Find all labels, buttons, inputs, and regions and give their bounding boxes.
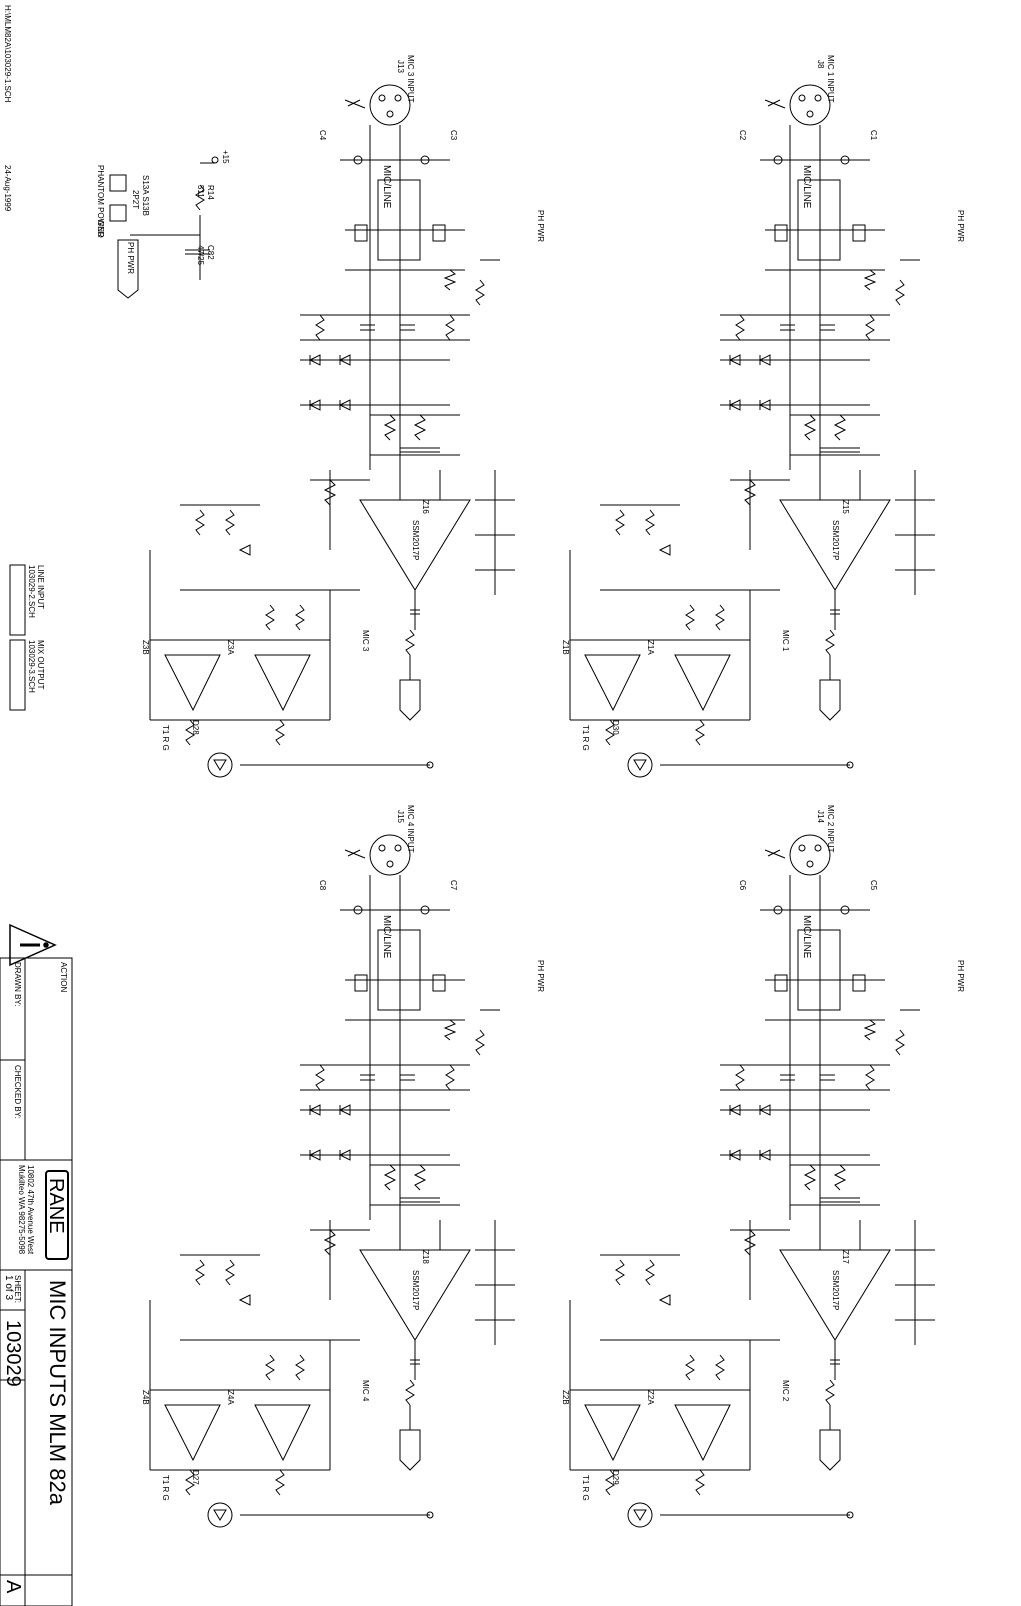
phantom-gnd: GND [96, 220, 105, 238]
ch1-emi-b: C2 [738, 130, 747, 141]
ch3-opamp: Z3A [226, 640, 235, 655]
ch2-led-label: T1 R G [581, 1475, 590, 1501]
ch1-input-label: MIC 1 INPUT [826, 55, 835, 103]
ch4-out: MIC 4 [361, 1380, 370, 1402]
ch1-opamp: Z1A [646, 640, 655, 655]
address-line-2: Mukilteo WA 98275-5098 [17, 1165, 26, 1255]
ch1-jack: J8 [816, 60, 825, 69]
ch2-out: MIC 2 [781, 1380, 790, 1402]
title-checked-label: CHECKED BY: [13, 1065, 22, 1119]
phantom-supply: +15 [221, 150, 230, 164]
ch2-amp: Z17 [841, 1250, 850, 1264]
phantom-r-ref: R14 [206, 185, 215, 200]
ch4-ph-pwr: PH PWR [536, 960, 545, 992]
ch2-input-label: MIC 2 INPUT [826, 805, 835, 853]
ch4-opamp: Z4A [226, 1390, 235, 1405]
ch4-opamp-b: Z4B [141, 1390, 150, 1405]
title-drawn-label: DRAWN BY: [13, 962, 22, 1007]
sheet-ref-line-label: LINE INPUT [36, 565, 45, 610]
ch3-led-label: T1 R G [161, 725, 170, 751]
ch4-jack: J15 [396, 810, 405, 823]
ch3-ina: SSM2017P [411, 520, 420, 561]
ch3-ph-pwr: PH PWR [536, 210, 545, 242]
ch3-emi-a: C3 [449, 130, 458, 141]
ch2-led: D29 [611, 1470, 620, 1485]
phantom-switch-type: 2P2T [131, 190, 140, 210]
ch3-emi-b: C4 [318, 130, 327, 141]
phantom-c-ref: C82 [206, 245, 215, 260]
ch3-amp: Z16 [421, 500, 430, 514]
brand: RANE [45, 1178, 67, 1234]
ch4-micline: MIC/LINE [381, 915, 392, 959]
ch4-led: D27 [191, 1470, 200, 1485]
ch1-ina: SSM2017P [831, 520, 840, 561]
ch4-emi-b: C8 [318, 880, 327, 891]
ch1-led: D30 [611, 720, 620, 735]
ch2-opamp: Z2A [646, 1390, 655, 1405]
ch3-opamp-b: Z3B [141, 640, 150, 655]
ch1-led-label: T1 R G [581, 725, 590, 751]
title-action-label: ACTION [59, 962, 68, 993]
ch2-emi-b: C6 [738, 880, 747, 891]
ch4-input-label: MIC 4 INPUT [406, 805, 415, 853]
sheet-label: SHEET: [13, 1275, 22, 1304]
ch2-emi-a: C5 [869, 880, 878, 891]
doc-number: 103029 [2, 1320, 24, 1387]
ch4-led-label: T1 R G [161, 1475, 170, 1501]
phantom-ph-pwr: PH PWR [126, 242, 135, 274]
sheet-number: 1 of 3 [3, 1275, 14, 1301]
revision: A [2, 1580, 24, 1594]
ch1-ph-pwr: PH PWR [956, 210, 965, 242]
ch1-opamp-b: Z1B [561, 640, 570, 655]
ch3-micline: MIC/LINE [381, 165, 392, 209]
sheet-ref-mix-file: 103029-3.SCH [27, 640, 36, 693]
ch2-micline: MIC/LINE [801, 915, 812, 959]
ch1-amp: Z15 [841, 500, 850, 514]
ch3-input-label: MIC 3 INPUT [406, 55, 415, 103]
ch1-micline: MIC/LINE [801, 165, 812, 209]
ch4-amp: Z18 [421, 1250, 430, 1264]
ch2-jack: J14 [816, 810, 825, 823]
ch3-jack: J13 [396, 60, 405, 73]
ch4-ina: SSM2017P [411, 1270, 420, 1311]
rane-logo [45, 1170, 69, 1260]
phantom-c-val: 47/25 [196, 245, 205, 266]
drawing-title: MIC INPUTS MLM 82a [45, 1280, 70, 1505]
ch3-out: MIC 3 [361, 630, 370, 652]
ch2-ina: SSM2017P [831, 1270, 840, 1311]
file-path: H:\MLM82A\103029-1.SCH [3, 5, 12, 103]
phantom-switch-label: S13A S13B [141, 175, 150, 216]
address-line-1: 10802 47th Avenue West [26, 1165, 35, 1255]
sheet-ref-line-file: 103029-2.SCH [27, 565, 36, 618]
phantom-r-val: 511 [196, 185, 205, 198]
ch4-emi-a: C7 [449, 880, 458, 891]
file-date: 24-Aug-1999 [3, 165, 12, 212]
ch1-out: MIC 1 [781, 630, 790, 652]
ch3-led: D28 [191, 720, 200, 735]
ch2-ph-pwr: PH PWR [956, 960, 965, 992]
ch1-emi-a: C1 [869, 130, 878, 141]
sheet-ref-mix-label: MIX OUTPUT [36, 640, 45, 690]
ch2-opamp-b: Z2B [561, 1390, 570, 1405]
